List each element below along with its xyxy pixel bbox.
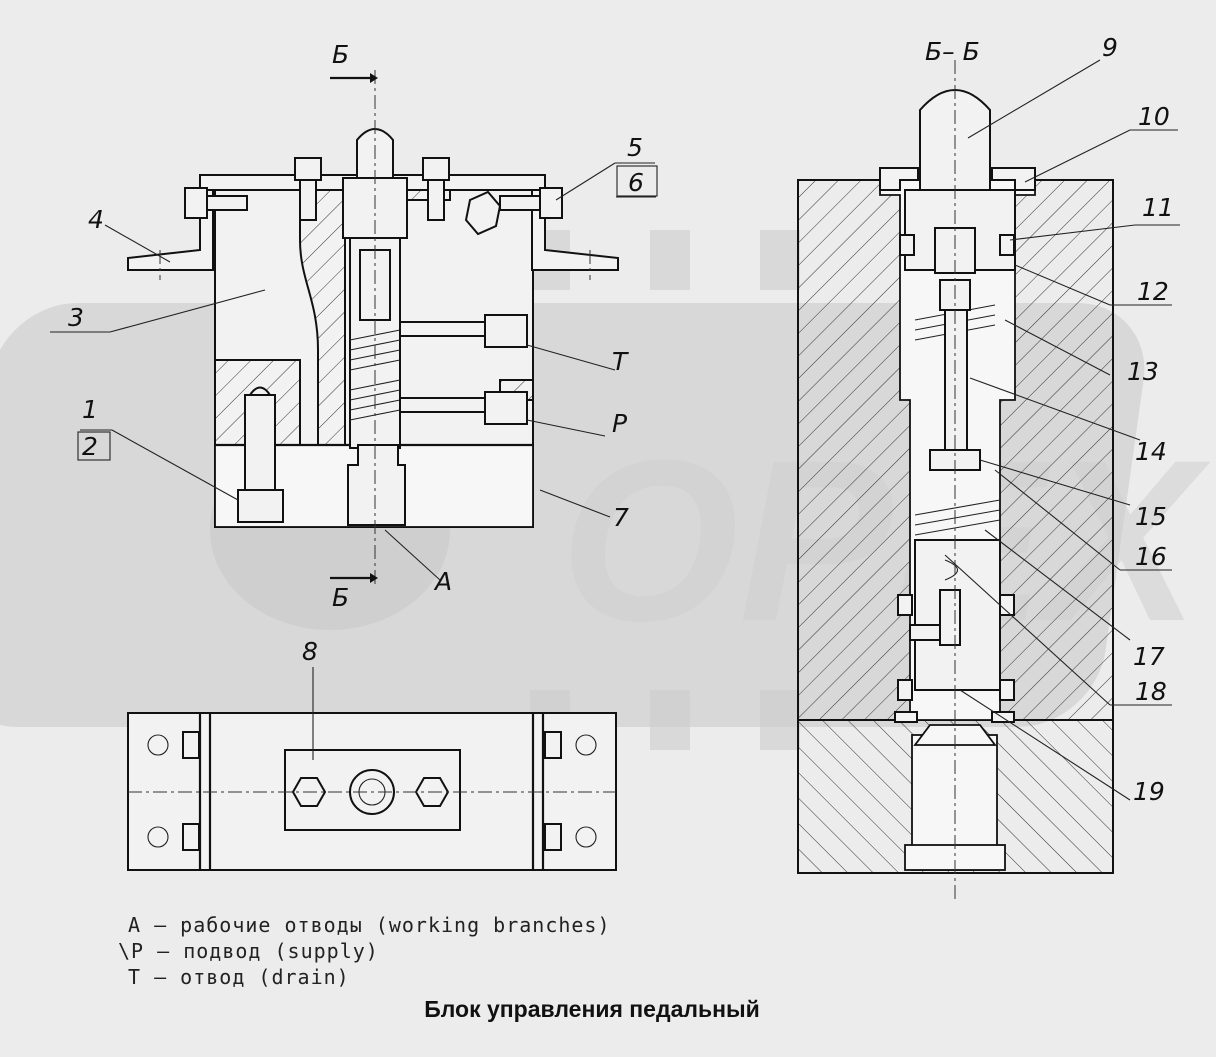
callout-14: 14 [1135, 437, 1167, 466]
outlet-A-fitting [347, 444, 406, 526]
gear-watermark-icon [530, 230, 800, 750]
callout-9: 9 [1102, 33, 1118, 62]
port-T-channel [399, 321, 491, 337]
legend-line-P: \P — подвод (supply) [118, 939, 379, 963]
callout-3: 3 [68, 303, 84, 332]
callout-1: 1 [82, 395, 98, 424]
callout-11: 11 [1142, 193, 1174, 222]
hex-plug [464, 190, 502, 236]
top-bolt-left [294, 157, 322, 181]
spring-16-17 [914, 499, 1001, 536]
bottom-plan-view [127, 712, 617, 871]
callout-12: 12 [1137, 277, 1169, 306]
callout-5: 5 [627, 133, 643, 162]
section-label-BB: Б– Б [925, 37, 980, 66]
spool-upper [359, 249, 391, 321]
port-P-channel [399, 397, 491, 413]
section-mark-top: Б [332, 40, 349, 69]
port-label-P: P [612, 409, 628, 438]
callout-8: 8 [302, 637, 318, 666]
legend-line-T: T — отвод (drain) [128, 965, 350, 989]
left-view-front-section [127, 70, 619, 585]
pin-left [244, 394, 276, 491]
callout-6: 6 [628, 168, 644, 197]
callout-17: 17 [1133, 642, 1165, 671]
callout-2: 2 [82, 432, 98, 461]
top-bolt-right [422, 157, 450, 181]
stem-14 [944, 309, 968, 461]
right-view-section-BB [797, 60, 1114, 900]
section-mark-bottom: Б [332, 583, 349, 612]
port-T-fitting [484, 314, 528, 348]
callout-leaders [50, 59, 1180, 801]
callout-10: 10 [1138, 102, 1170, 131]
callout-18: 18 [1135, 677, 1167, 706]
left-side-bolt [184, 187, 208, 219]
callout-15: 15 [1135, 502, 1167, 531]
drawing-title: Блок управления педальный [424, 996, 760, 1022]
right-side-bolt [539, 187, 563, 219]
callout-7: 7 [613, 503, 629, 532]
pin-base [237, 489, 284, 523]
port-label-T: T [612, 347, 629, 376]
callout-13: 13 [1127, 357, 1159, 386]
callout-16: 16 [1135, 542, 1167, 571]
callout-19: 19 [1133, 777, 1165, 806]
port-label-A: A [433, 567, 452, 596]
port-P-fitting [484, 391, 528, 425]
callout-4: 4 [88, 205, 104, 234]
legend-line-A: A — рабочие отводы (working branches) [128, 913, 611, 937]
